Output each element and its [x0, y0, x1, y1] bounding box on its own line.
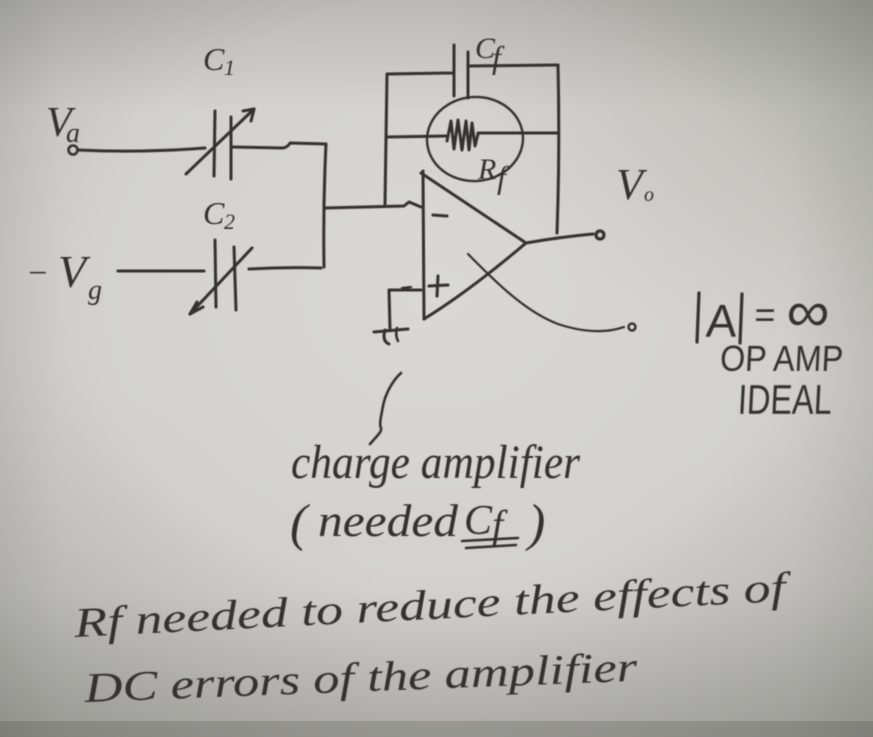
svg-text:−: − — [26, 255, 49, 292]
svg-text:IDEAL: IDEAL — [737, 376, 833, 423]
svg-text:A: A — [705, 295, 739, 347]
svg-text:C: C — [475, 32, 496, 65]
svg-text:=: = — [753, 294, 776, 335]
svg-text:2: 2 — [224, 209, 235, 234]
svg-text:C: C — [464, 498, 493, 544]
svg-text:g: g — [88, 275, 102, 306]
svg-text:C: C — [203, 41, 225, 77]
svg-text:V: V — [58, 246, 91, 297]
svg-text:C: C — [203, 195, 225, 231]
svg-text:needed: needed — [318, 495, 459, 546]
svg-text:∞: ∞ — [785, 280, 831, 344]
svg-text:charge amplifier: charge amplifier — [291, 436, 580, 489]
svg-text:1: 1 — [224, 55, 235, 80]
svg-text:OP AMP: OP AMP — [719, 338, 844, 379]
svg-text:(: ( — [290, 495, 310, 552]
svg-text:): ) — [525, 495, 545, 552]
svg-text:V: V — [616, 160, 648, 209]
svg-text:V: V — [46, 100, 76, 146]
svg-text:o: o — [644, 184, 654, 206]
svg-text:R: R — [477, 153, 496, 186]
svg-text:a: a — [66, 118, 80, 149]
